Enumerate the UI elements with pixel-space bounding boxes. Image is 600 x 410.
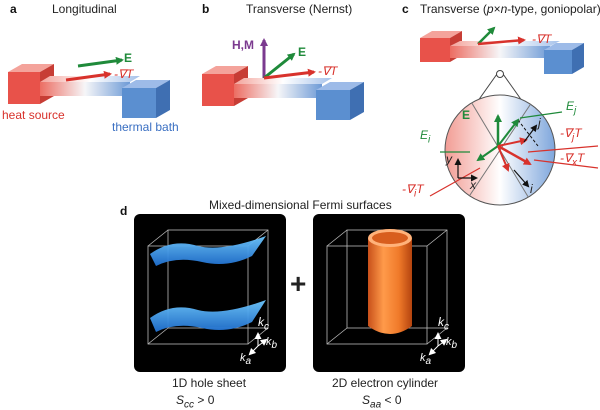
j-axis-arrow (523, 124, 538, 143)
right-ka-label: ka (420, 352, 432, 368)
x-axis-label: x (470, 178, 476, 192)
plus-sign: + (290, 268, 307, 299)
panel-c-letter: c (402, 2, 409, 16)
panel-c-top-e-arrow (477, 26, 496, 45)
panel-b-e-arrow (263, 52, 296, 80)
grad-x-label: -∇xT (560, 151, 585, 169)
grad-j-label: -∇jT (560, 126, 582, 144)
panel-b-device (202, 66, 364, 120)
panel-a-e-label: E (124, 51, 133, 65)
panel-b-grad-label: -∇T (318, 64, 338, 78)
panel-b-title: Transverse (Nernst) (246, 2, 353, 16)
left-kb-label: kb (266, 336, 278, 352)
panel-b-e-label: E (298, 45, 307, 59)
panel-c-title: Transverse (p×n-type, goniopolar) (420, 2, 600, 16)
panel-b-hm-label: H,M (232, 38, 254, 52)
panel-a-letter: a (10, 2, 17, 16)
panel-c-top-grad-label: -∇T (532, 32, 552, 46)
panel-a-grad-arrow (65, 70, 112, 82)
grad-i-label: -∇iT (402, 182, 424, 200)
ej-line (519, 111, 563, 119)
panel-c-e-label: E (462, 108, 471, 122)
thermal-bath-label: thermal bath (112, 120, 179, 134)
panel-d-title: Mixed-dimensional Fermi surfaces (209, 198, 392, 212)
panel-a-title: Longitudinal (52, 2, 117, 16)
upper-hole-sheet (150, 236, 266, 266)
left-s-label: Scc > 0 (176, 393, 215, 410)
panel-b-grad-arrow (263, 68, 316, 80)
grad-i-line (429, 167, 481, 197)
grad-j-line (527, 145, 599, 153)
lower-hole-sheet (150, 300, 266, 332)
y-axis-label: y (446, 152, 452, 166)
left-caption: 1D hole sheet (172, 376, 247, 390)
grad-x-line (533, 159, 599, 169)
right-k-axes (428, 332, 448, 356)
panel-c-top-grad-arrow (477, 36, 526, 46)
panel-a-e-arrow (77, 56, 124, 68)
right-caption: 2D electron cylinder (332, 376, 439, 390)
panel-c-device (420, 31, 584, 74)
c-ei-arrow (476, 145, 499, 162)
panel-b-letter: b (202, 2, 210, 16)
right-s-label: Saa < 0 (362, 393, 402, 410)
left-kc-label: kc (258, 315, 269, 333)
c-ej-arrow (497, 118, 520, 147)
i-axis-arrow (513, 169, 530, 188)
c-grad-j-arrow (497, 137, 528, 147)
c-grad-x-arrow (497, 144, 532, 166)
left-ka-label: ka (240, 352, 252, 368)
ei-label: Ei (420, 128, 431, 146)
left-k-axes (248, 332, 268, 356)
c-grad-i-arrow (497, 145, 510, 172)
electron-cylinder (368, 229, 412, 334)
zoom-origin (496, 70, 504, 78)
right-kc-label: kc (438, 315, 449, 333)
j-axis-label: j (538, 116, 541, 130)
panel-a-grad-label: -∇T (114, 67, 134, 81)
panel-a-device (8, 64, 170, 118)
ej-label: Ej (566, 99, 577, 117)
right-kb-label: kb (446, 336, 458, 352)
i-axis-label: i (530, 182, 533, 196)
panel-d-letter: d (120, 204, 128, 218)
heat-source-label: heat source (2, 108, 65, 122)
